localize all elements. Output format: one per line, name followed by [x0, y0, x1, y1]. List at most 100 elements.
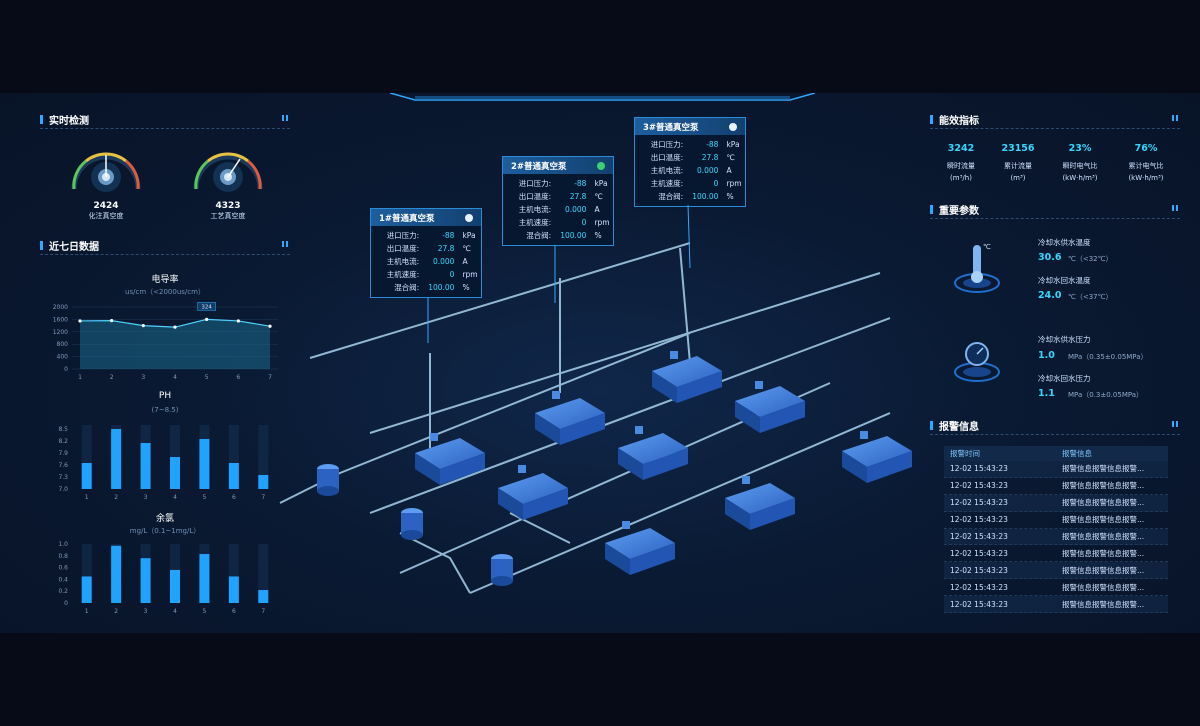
header-decoration: [390, 93, 815, 101]
alarm-info: 报警信息报警信息报警...: [1062, 481, 1145, 491]
param-value: 0: [581, 218, 587, 227]
return-temp-label: 冷却水回水温度: [1038, 276, 1091, 285]
alarms-title: 报警信息: [930, 418, 979, 433]
efficiency-value: 3242: [947, 143, 975, 154]
x-tick-label: 2: [114, 494, 118, 501]
pump-card-header: 3#普通真空泵: [635, 118, 745, 135]
efficiency-item: 3242 瞬时流量 (m³/h): [931, 143, 991, 182]
data-point: [268, 324, 272, 328]
efficiency-unit: (m³): [1010, 174, 1026, 182]
y-tick-label: 1200: [53, 329, 68, 336]
gauge-label: 化注真空度: [88, 212, 124, 220]
alarm-time: 12-02 15:43:23: [950, 481, 1008, 491]
alarm-time: 12-02 15:43:23: [950, 532, 1008, 541]
param-value: 100.00: [692, 192, 719, 201]
param-unit: kPa: [726, 140, 740, 149]
param-value: 0: [713, 179, 719, 188]
tank-icon: [317, 464, 339, 496]
y-tick-label: 7.9: [58, 450, 68, 457]
alarm-info: 报警信息报警信息报警...: [1062, 515, 1145, 525]
efficiency-item: 23156 累计流量 (m³): [988, 143, 1048, 182]
param-key: 出口温度:: [650, 153, 684, 162]
alarm-info: 报警信息报警信息报警...: [1062, 582, 1145, 592]
alarm-info: 报警信息报警信息报警...: [1062, 548, 1145, 558]
efficiency-title: 能效指标: [930, 112, 979, 127]
bar: [199, 439, 210, 489]
param-key: 主机电流:: [518, 205, 552, 214]
x-tick-label: 2: [114, 608, 118, 615]
x-tick-label: 3: [144, 608, 148, 615]
chlorine-title: 余氯: [155, 514, 174, 524]
conductivity-title: 电导率: [151, 275, 179, 285]
pump-card-header: 1#普通真空泵: [371, 209, 481, 226]
status-indicator-icon: [597, 161, 605, 170]
chlorine-subtitle: mg/L（0.1~1mg/L）: [129, 527, 201, 535]
bar-track: [258, 544, 269, 603]
pump-unit-icon: [842, 431, 912, 483]
efficiency-label: 瞬时电气比: [1062, 162, 1098, 170]
param-unit: ℃: [726, 153, 735, 162]
param-unit: rpm: [726, 179, 742, 188]
param-unit: kPa: [594, 179, 608, 188]
thermo-unit-label: ℃: [983, 243, 991, 251]
realtime-title: 实时检测: [40, 112, 89, 127]
param-value: 0.000: [696, 166, 719, 175]
bar-track: [228, 425, 239, 489]
supply-press-note: MPa（0.35±0.05MPa）: [1068, 353, 1148, 361]
supply-temp-value: 30.6: [1038, 252, 1062, 263]
title-underline: [930, 434, 1180, 435]
param-unit: rpm: [594, 218, 610, 227]
y-tick-label: 0.6: [58, 565, 68, 572]
title-underline: [40, 128, 290, 129]
param-key: 出口温度:: [386, 244, 420, 253]
pump-unit-icon: [618, 426, 688, 480]
y-tick-label: 400: [57, 354, 69, 361]
y-tick-label: 0.4: [58, 576, 68, 583]
efficiency-label: 累计流量: [1004, 162, 1032, 170]
return-press-label: 冷却水回水压力: [1038, 374, 1091, 383]
title-tail-icon: [1172, 421, 1178, 427]
x-tick-label: 5: [203, 608, 207, 615]
param-key: 混合阀:: [526, 231, 552, 240]
data-point: [173, 325, 177, 329]
title-tail-icon: [282, 115, 288, 121]
tank-icon: [401, 508, 423, 540]
param-value: -88: [442, 231, 455, 240]
title-marker-icon: [40, 241, 43, 250]
pump-name: 1#普通真空泵: [379, 213, 435, 224]
title-marker-icon: [40, 115, 43, 124]
pump-unit-icon: [498, 465, 568, 520]
efficiency-value: 23156: [1001, 143, 1035, 154]
pump-name: 2#普通真空泵: [511, 161, 567, 172]
param-unit: %: [462, 283, 470, 292]
efficiency-value: 23%: [1068, 143, 1092, 154]
x-tick-label: 1: [78, 374, 82, 381]
area-fill: [80, 319, 270, 369]
y-tick-label: 1600: [53, 316, 68, 323]
bar: [199, 554, 210, 603]
dashboard-screen: 实时检测 2424 化注真空度 4323 工艺真空度 近七日数据 电导率 us: [0, 93, 1200, 633]
y-tick-label: 7.0: [58, 486, 68, 493]
gauge-dial-icon: [193, 152, 263, 192]
supply-temp-note: ℃（<32℃）: [1068, 255, 1113, 263]
title-marker-icon: [930, 115, 933, 124]
table-row[interactable]: 12-02 15:43:23 报警信息报警信息报警...: [944, 478, 1168, 495]
param-key: 出口温度:: [518, 192, 552, 201]
supply-press-value: 1.0: [1038, 350, 1055, 361]
y-tick-label: 7.3: [58, 474, 68, 481]
y-tick-label: 8.2: [58, 438, 68, 445]
x-tick-label: 3: [141, 374, 145, 381]
